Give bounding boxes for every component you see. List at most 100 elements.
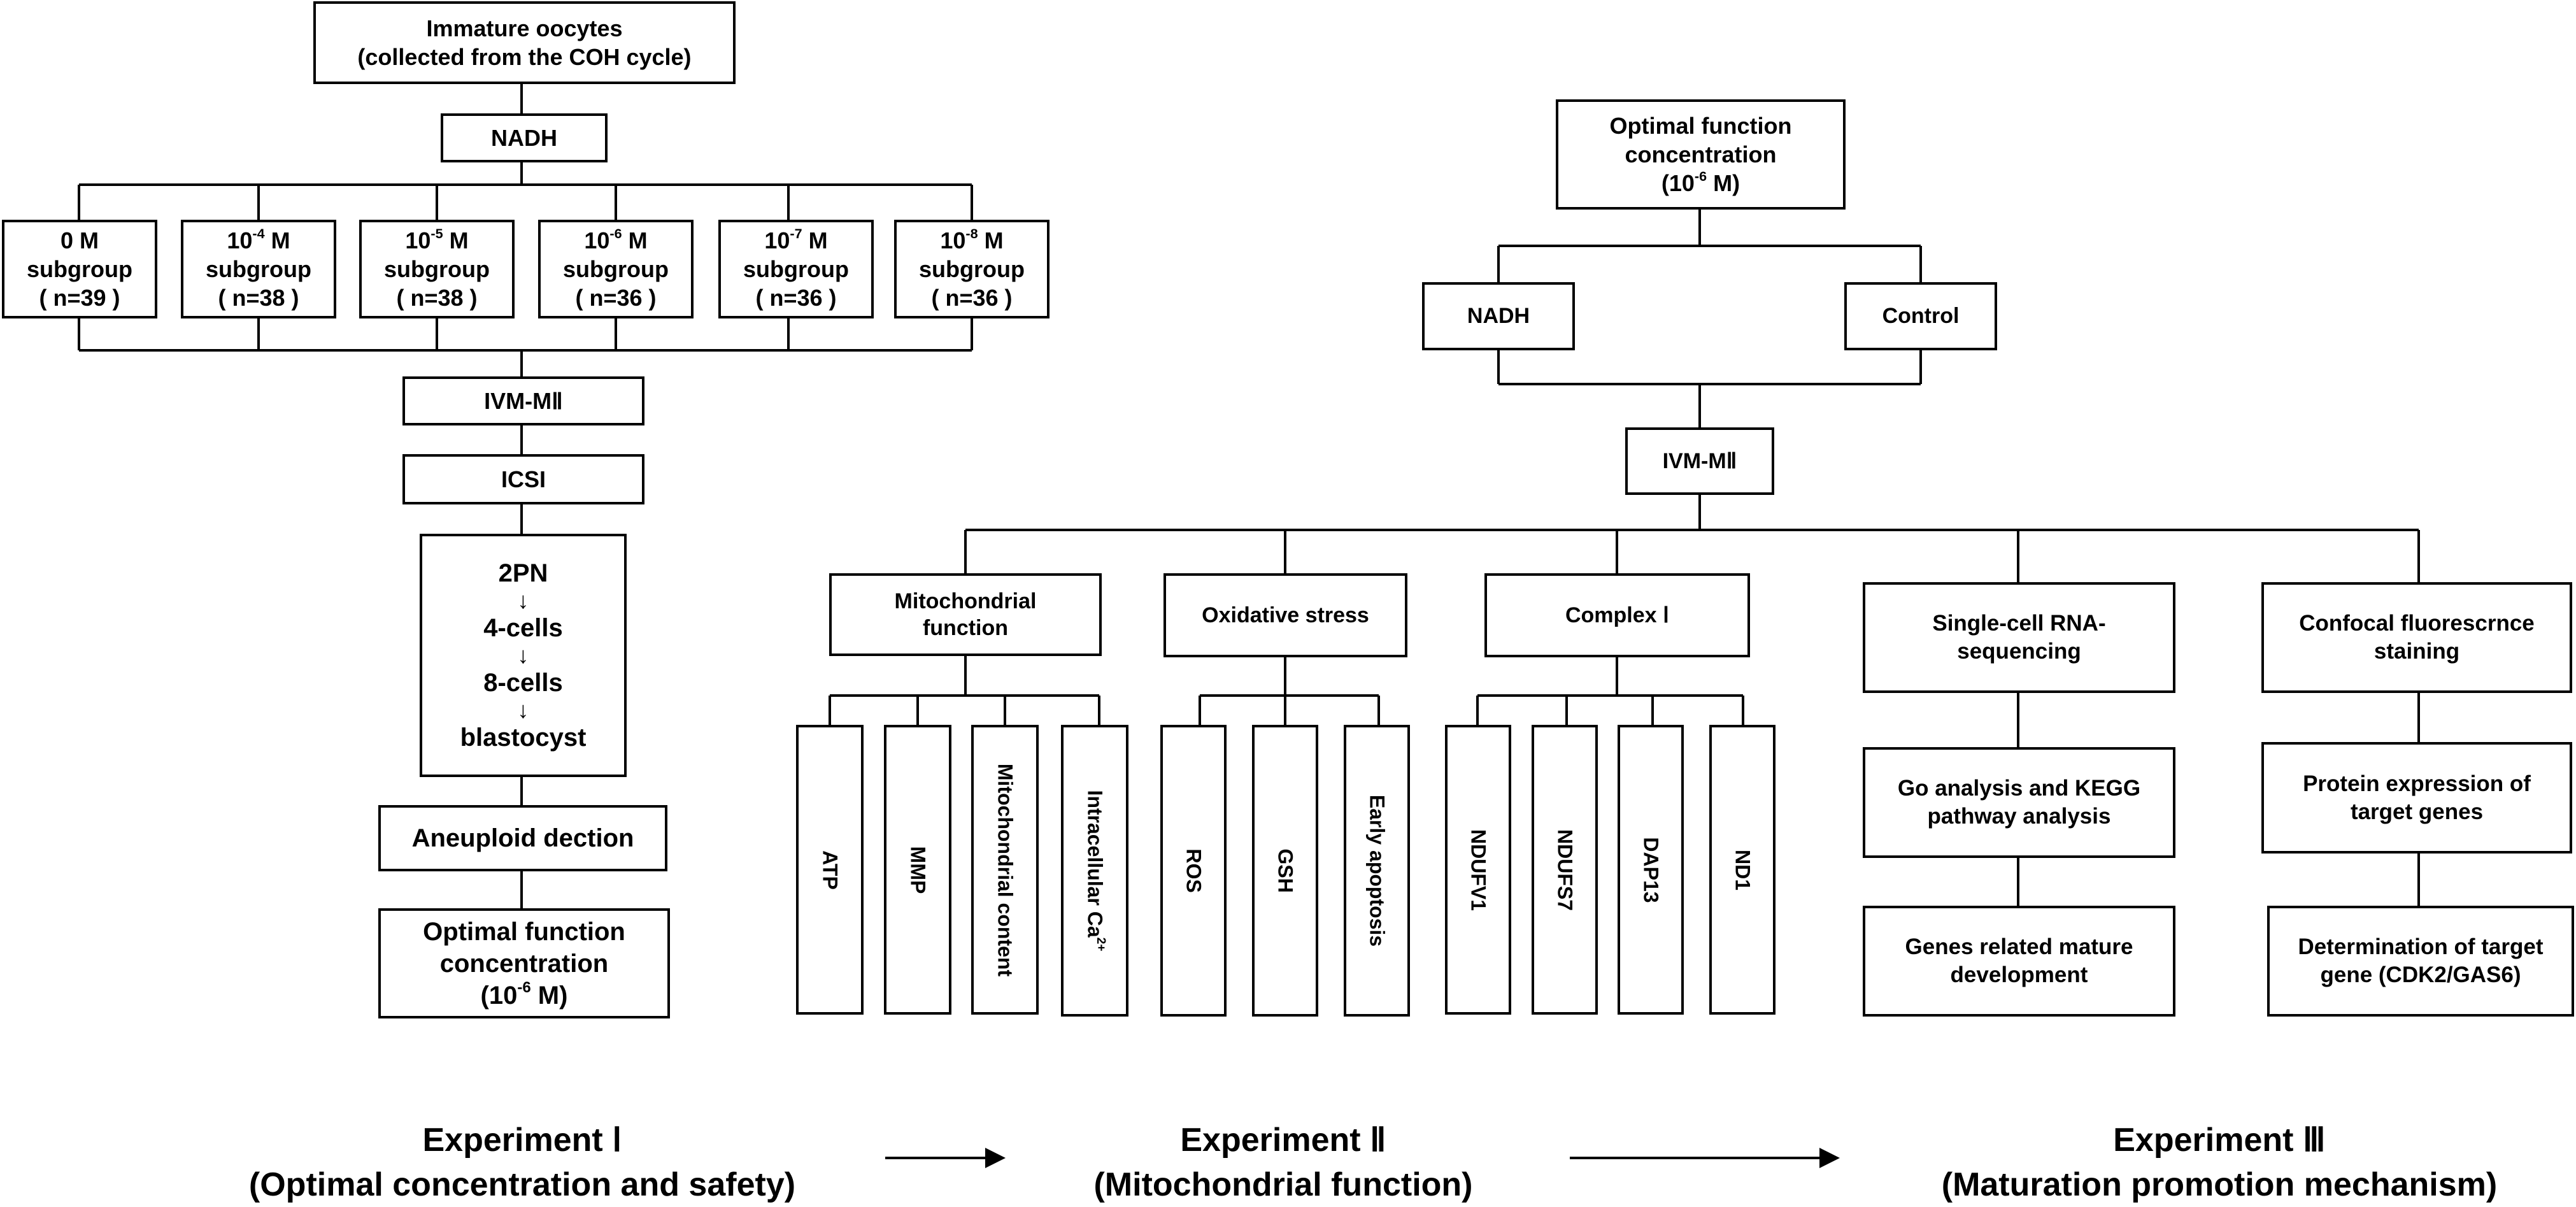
atp-box: ATP xyxy=(796,725,864,1015)
nd1-label: ND1 xyxy=(1731,849,1754,890)
go-kegg-line-2: pathway analysis xyxy=(1927,804,2111,829)
subgroup-label: subgroup xyxy=(563,256,669,282)
ros-box: ROS xyxy=(1160,725,1227,1017)
icsi-label: ICSI xyxy=(501,466,546,492)
experiment-1-subtitle: (Optimal concentration and safety) xyxy=(248,1166,796,1204)
subgroup-n: ( n=38 ) xyxy=(218,285,299,311)
genes-related-box: Genes related mature development xyxy=(1863,906,2175,1017)
nadh-label: NADH xyxy=(491,125,557,151)
target-gene-line-2: gene (CDK2/GAS6) xyxy=(2320,962,2521,987)
oxidative-stress-box: Oxidative stress xyxy=(1163,573,1407,657)
ndufv1-label: NDUFV1 xyxy=(1467,829,1490,911)
subgroup-conc: 10-5 M xyxy=(405,226,468,255)
optimal-line-1: Optimal function xyxy=(423,917,625,946)
go-kegg-line-1: Go analysis and KEGG xyxy=(1897,776,2141,801)
ivm-box-exp1: IVM-MⅡ xyxy=(402,376,644,425)
experiment-1-title: Experiment Ⅰ xyxy=(422,1122,622,1159)
subgroup-n: ( n=38 ) xyxy=(396,285,478,311)
experiment-2-label: Experiment Ⅱ (Mitochondrial function) xyxy=(1016,1118,1551,1207)
genes-line-1: Genes related mature xyxy=(1905,934,2133,960)
control-label: Control xyxy=(1882,304,1960,329)
mitochondrial-content-box: Mitochondrial content xyxy=(971,725,1039,1015)
conc-unit: M xyxy=(443,227,469,254)
optimal-line-2: concentration xyxy=(1625,141,1777,168)
conc-base: (10 xyxy=(480,981,518,1010)
protein-line-2: target genes xyxy=(2350,799,2484,824)
experiment-2-subtitle: (Mitochondrial function) xyxy=(1093,1166,1473,1204)
calcium-text: Intracellular Ca xyxy=(1083,790,1107,938)
optimal-line-3: (10-6 M) xyxy=(481,980,568,1011)
subgroup-box: 10-4 M subgroup ( n=38 ) xyxy=(181,220,336,318)
dap13-box: DAP13 xyxy=(1618,725,1684,1015)
ndufs7-box: NDUFS7 xyxy=(1532,725,1598,1015)
aneuploid-box: Aneuploid dection xyxy=(378,805,667,871)
subgroup-n: ( n=36 ) xyxy=(931,285,1013,311)
oocytes-line-1: Immature oocytes xyxy=(426,15,623,41)
early-apoptosis-label: Early apoptosis xyxy=(1365,794,1389,947)
conc-unit: M) xyxy=(1707,170,1740,196)
conc-unit: M xyxy=(802,227,828,254)
conc-base: 10 xyxy=(764,227,790,254)
aneuploid-label: Aneuploid dection xyxy=(411,824,634,852)
rnaseq-line-2: sequencing xyxy=(1957,639,2081,664)
conc-unit: M xyxy=(978,227,1004,254)
conc-exponent: -4 xyxy=(252,225,265,241)
experiment-1-label: Experiment Ⅰ (Optimal concentration and … xyxy=(197,1118,847,1207)
subgroup-label: subgroup xyxy=(919,256,1025,282)
subgroup-box: 0 M subgroup ( n=39 ) xyxy=(2,220,157,318)
subgroup-box: 10-6 M subgroup ( n=36 ) xyxy=(538,220,694,318)
oocytes-line-2: (collected from the COH cycle) xyxy=(357,44,692,70)
subgroup-box: 10-8 M subgroup ( n=36 ) xyxy=(894,220,1050,318)
immature-oocytes-box: Immature oocytes (collected from the COH… xyxy=(313,1,736,84)
conc-base: (10 xyxy=(1661,170,1695,196)
subgroup-label: subgroup xyxy=(743,256,849,282)
optimal-line-1: Optimal function xyxy=(1609,113,1792,139)
down-arrow-icon: ↓ xyxy=(517,587,529,614)
subgroup-conc: 0 M xyxy=(60,226,99,255)
subgroup-label: subgroup xyxy=(206,256,311,282)
target-gene-box: Determination of target gene (CDK2/GAS6) xyxy=(2267,906,2574,1017)
conc-base: 10 xyxy=(940,227,966,254)
mitochondrial-content-label: Mitochondrial content xyxy=(993,763,1017,976)
rnaseq-line-1: Single-cell RNA- xyxy=(1932,611,2106,636)
down-arrow-icon: ↓ xyxy=(517,642,529,669)
optimal-line-3: (10-6 M) xyxy=(1662,169,1740,197)
stage-8-cells: 8-cells xyxy=(483,668,563,697)
mmp-box: MMP xyxy=(884,725,951,1015)
conc-unit: M xyxy=(622,227,648,254)
conc-exponent: -8 xyxy=(965,225,978,241)
conc-base: 10 xyxy=(405,227,431,254)
conc-base: 10 xyxy=(227,227,253,254)
mmp-label: MMP xyxy=(906,846,930,894)
conc-exponent: -6 xyxy=(517,978,531,996)
gsh-box: GSH xyxy=(1252,725,1318,1017)
calcium-charge: 2+ xyxy=(1093,937,1107,952)
experiment-3-title: Experiment Ⅲ xyxy=(2113,1122,2326,1159)
subgroup-n: ( n=36 ) xyxy=(575,285,657,311)
subgroup-box: 10-5 M subgroup ( n=38 ) xyxy=(359,220,515,318)
subgroup-label: subgroup xyxy=(384,256,490,282)
subgroup-conc: 10-4 M xyxy=(227,226,290,255)
conc-exponent: -6 xyxy=(1694,168,1707,184)
ivm-label: IVM-MⅡ xyxy=(484,388,563,414)
dap13-label: DAP13 xyxy=(1639,836,1663,903)
subgroup-conc: 10-7 M xyxy=(764,226,827,255)
confocal-staining-box: Confocal fluorescrnce staining xyxy=(2261,582,2572,693)
mito-title-line-1: Mitochondrial xyxy=(894,589,1037,613)
conc-unit: M xyxy=(264,227,290,254)
conc-exponent: -6 xyxy=(609,225,622,241)
stage-4-cells: 4-cells xyxy=(483,614,563,643)
stage-blastocyst: blastocyst xyxy=(460,723,587,752)
ivm-label: IVM-MⅡ xyxy=(1662,448,1737,473)
subgroup-box: 10-7 M subgroup ( n=36 ) xyxy=(718,220,874,318)
protein-line-1: Protein expression of xyxy=(2303,771,2531,796)
ndufv1-box: NDUFV1 xyxy=(1445,725,1511,1015)
subgroup-n: ( n=36 ) xyxy=(755,285,837,311)
nadh-box-exp1: NADH xyxy=(441,113,608,162)
confocal-line-1: Confocal fluorescrnce xyxy=(2299,611,2535,636)
mito-title-line-2: function xyxy=(922,616,1009,640)
conc-base: 0 M xyxy=(60,227,99,254)
gsh-label: GSH xyxy=(1274,848,1297,893)
nd1-box: ND1 xyxy=(1709,725,1775,1015)
